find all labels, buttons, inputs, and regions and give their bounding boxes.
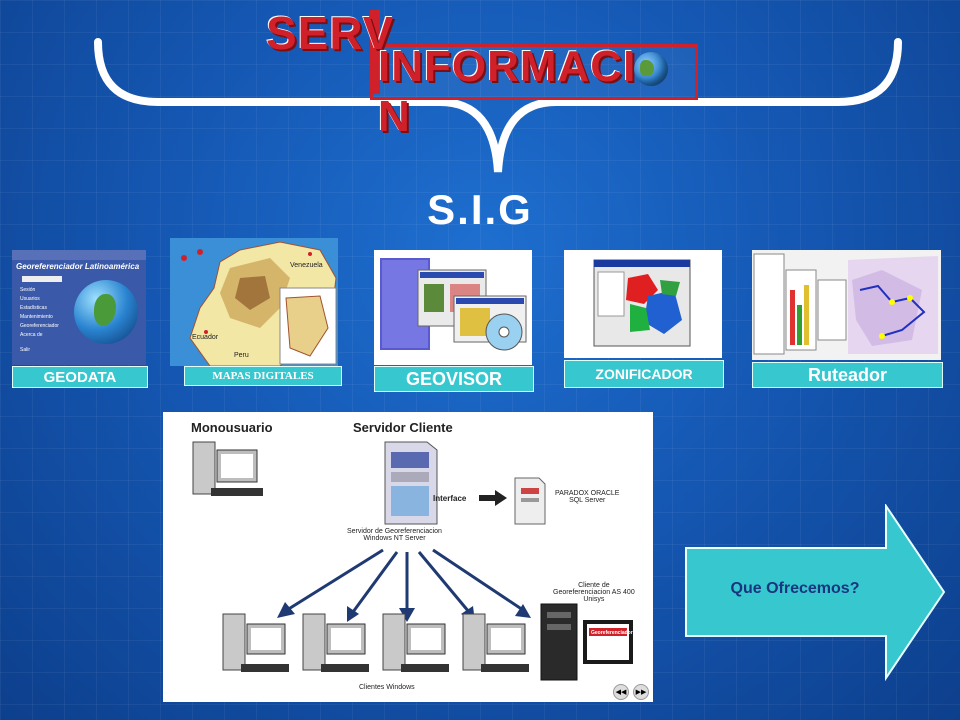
geovisor-thumbnail[interactable] [374, 250, 532, 365]
que-ofrecemos-arrow[interactable] [684, 504, 948, 682]
menu-item: Mantenimiento [20, 314, 53, 320]
geodata-label[interactable]: GEODATA [12, 366, 148, 388]
logo-n-text: N [378, 92, 411, 141]
page-title: S.I.G [427, 186, 533, 233]
geodata-menu: Sesión Usuarios Estadísticas Mantenimien… [20, 286, 59, 355]
ruteador-window-icon [752, 250, 941, 360]
client-pc-icon [382, 613, 449, 672]
forward-icon[interactable]: ▶▶ [633, 684, 649, 700]
monouser-title: Monousuario [191, 420, 273, 435]
db-server-icon [514, 477, 546, 525]
arrow-right-icon [479, 490, 507, 506]
window-titlebar [12, 250, 146, 260]
interface-label: Interface [433, 494, 467, 503]
logo-informacion: INFORMACIN [378, 42, 696, 142]
logo-bar [370, 10, 380, 94]
geodata-title: Georeferenciador Latinoamérica [16, 262, 140, 271]
menu-item: Estadísticas [20, 305, 47, 311]
menu-item: Acerca de [20, 332, 43, 338]
db-label: PARADOX ORACLE SQL Server [555, 490, 620, 504]
logo-informacion-text: INFORMACI [378, 42, 637, 91]
map-label-venezuela: Venezuela [290, 262, 323, 269]
menu-item: Sesión [20, 287, 36, 293]
client-pc-icon [302, 613, 369, 672]
geodata-thumbnail[interactable]: Georeferenciador Latinoamérica Sesión Us… [12, 250, 146, 365]
menu-item: Usuarios [20, 296, 40, 302]
clients-label: Clientes Windows [359, 684, 415, 691]
connection-arrows [277, 548, 531, 622]
que-ofrecemos-label[interactable]: Que Ofrecemos? [730, 580, 860, 597]
earth-icon [74, 280, 138, 344]
ruteador-label[interactable]: Ruteador [752, 362, 943, 388]
client-pc-icon [222, 613, 289, 672]
colombia-map-icon [181, 241, 337, 366]
menu-item: Georeferenciador [20, 323, 59, 329]
globe-icon [634, 52, 668, 86]
mapas-thumbnail[interactable]: Venezuela Ecuador Peru [170, 238, 338, 366]
mapas-label[interactable]: MAPAS DIGITALES [184, 366, 342, 386]
server-tower-icon [384, 441, 438, 525]
map-label-ecuador: Ecuador [192, 334, 219, 341]
zonificador-window-icon [593, 259, 691, 347]
rewind-icon[interactable]: ◀◀ [613, 684, 629, 700]
desktop-pc-icon [192, 441, 263, 496]
geovisor-screens-icon [380, 258, 527, 351]
ruteador-thumbnail[interactable] [752, 250, 941, 360]
geodata-dropdown [22, 276, 62, 282]
architecture-diagram: Monousuario Servidor Cliente Interface P… [163, 412, 653, 702]
client-pc-icon [462, 613, 529, 672]
map-label-peru: Peru [234, 352, 249, 359]
geovisor-label[interactable]: GEOVISOR [374, 366, 534, 392]
zonificador-thumbnail[interactable] [564, 250, 722, 358]
logo-serv: SERV [266, 7, 395, 59]
server-client-title: Servidor Cliente [353, 420, 453, 435]
servinformacion-logo: SERV INFORMACIN [266, 6, 698, 141]
curly-brace [94, 38, 902, 173]
as400-workstation-icon [540, 603, 633, 681]
server-description: Servidor de Georeferenciacion Windows NT… [347, 528, 442, 542]
screen-label: Georeferenciador [591, 630, 633, 636]
menu-item: Salir [20, 347, 31, 353]
zonificador-label[interactable]: ZONIFICADOR [564, 360, 724, 388]
as400-client-label: Cliente de Georeferenciacion AS 400 Unis… [553, 582, 635, 603]
